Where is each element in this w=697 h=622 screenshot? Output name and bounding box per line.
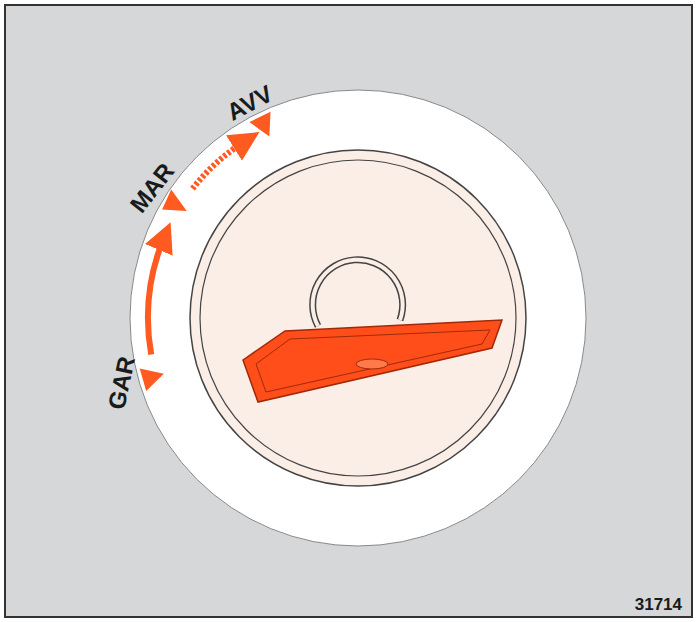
switch-bezel — [130, 90, 586, 546]
position-mark — [162, 190, 187, 212]
background-panel — [5, 5, 692, 617]
turn-arrow — [148, 236, 165, 355]
key-ring — [313, 260, 403, 326]
key-ring-inner — [313, 260, 403, 326]
key-head — [243, 320, 502, 402]
position-mark — [140, 368, 164, 391]
lock-cylinder — [190, 150, 526, 486]
position-mark — [249, 112, 270, 137]
cylinder-ring — [200, 160, 516, 476]
figure-number: 31714 — [635, 596, 682, 613]
key-hole — [356, 359, 388, 369]
spring-return-arrow — [193, 140, 247, 189]
key-head-edge — [256, 330, 490, 392]
